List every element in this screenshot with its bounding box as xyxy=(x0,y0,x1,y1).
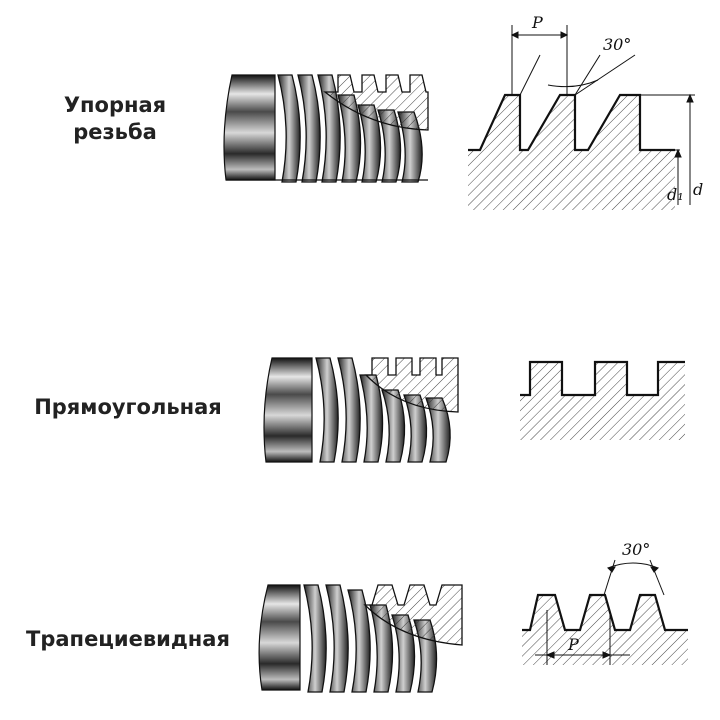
trapezoidal-angle-label: 30° xyxy=(622,540,650,559)
thread-label-trapezoidal: Трапециевидная xyxy=(26,627,230,651)
rectangular-profile xyxy=(520,360,685,440)
buttress-angle-label: 30° xyxy=(603,35,631,54)
buttress-profile: P 30° d₁ d xyxy=(468,13,703,210)
trapezoidal-pitch-label: P xyxy=(567,635,579,654)
buttress-pitch-label: P xyxy=(531,13,543,32)
thread-label-buttress-line1: Упорная xyxy=(63,93,167,117)
trapezoidal-rod-illustration xyxy=(258,584,463,693)
thread-label-buttress-line2: резьба xyxy=(73,119,157,144)
buttress-rod-illustration xyxy=(223,74,429,183)
buttress-major-diameter-label: d xyxy=(693,180,703,199)
thread-label-buttress: Упорная резьба xyxy=(40,92,190,146)
trapezoidal-profile: 30° P xyxy=(522,540,688,665)
rectangular-rod-illustration xyxy=(263,357,459,463)
thread-label-rectangular: Прямоугольная xyxy=(34,395,222,419)
buttress-minor-diameter-label: d₁ xyxy=(667,185,684,204)
